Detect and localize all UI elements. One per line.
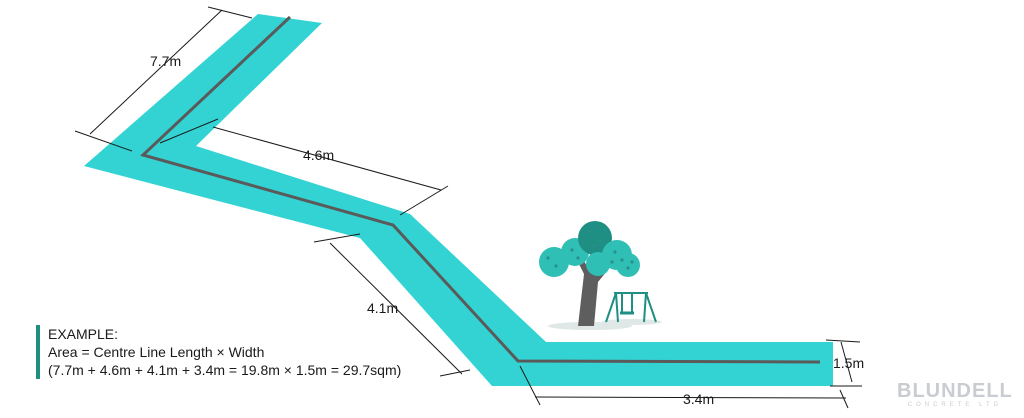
example-box: EXAMPLE: Area = Centre Line Length × Wid… [36,325,401,379]
example-heading: EXAMPLE: [48,326,119,342]
logo-subtitle: CONCRETE LTD [907,402,1002,408]
dimension-label-7-7: 7.7m [150,53,181,69]
dimension-label-1-5: 1.5m [833,355,864,371]
dimension-lines [74,6,862,409]
company-logo: BLUNDELL CONCRETE LTD [897,381,1013,409]
concrete-path [84,14,833,386]
swing-icon [602,292,662,325]
logo-brand: BLUNDELL [897,380,1013,402]
example-calculation: (7.7m + 4.6m + 4.1m + 3.4m = 19.8m × 1.5… [48,362,402,378]
example-formula: Area = Centre Line Length × Width [48,344,265,360]
centre-line [140,15,821,364]
dimension-label-4-1: 4.1m [367,300,398,316]
dimension-label-3-4: 3.4m [683,391,714,407]
dimension-label-4-6: 4.6m [303,147,334,163]
